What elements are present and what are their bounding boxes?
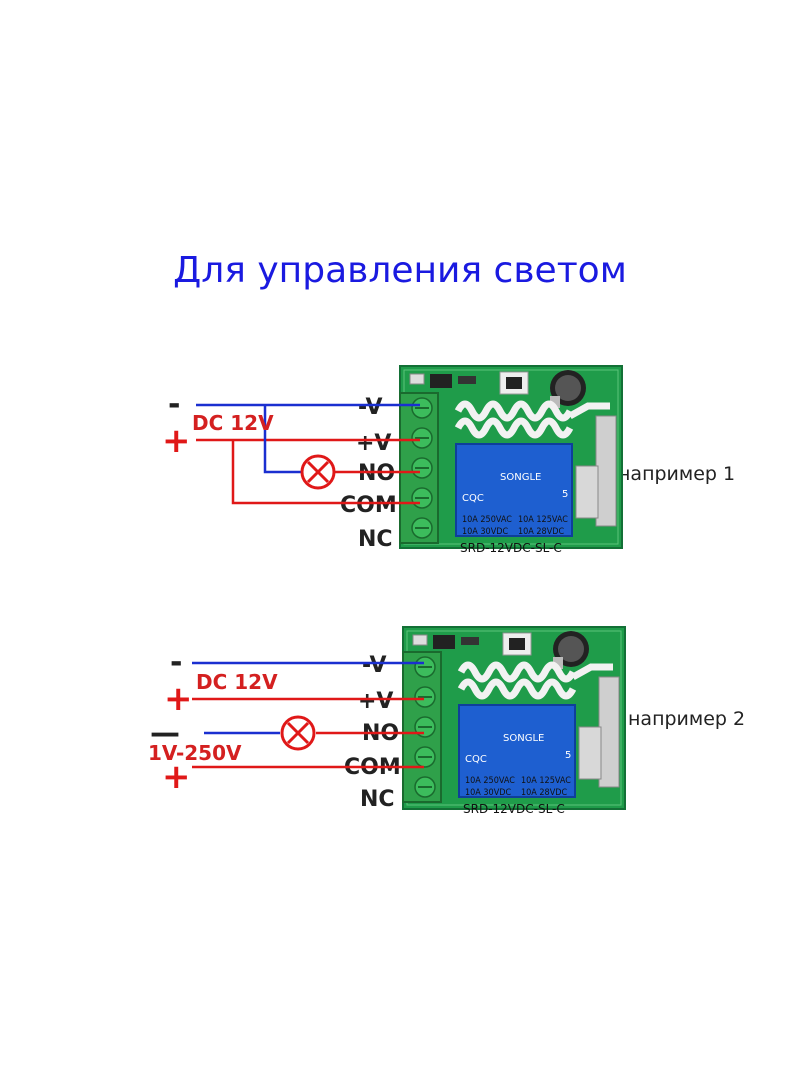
relay-1-markings: SONGLE CQC 5 10A 250VAC 10A 30VDC 10A 12… [460,472,568,555]
load-supply-voltage: 1V-250V [148,741,242,765]
terminal-2-plus-v: +V [358,689,393,714]
terminal-1-minus-v: -V [358,395,383,420]
terminal-1-nc: NC [358,527,393,552]
relay-1-rating-l2: 10A 30VDC [462,527,508,537]
relay-2-brand: SONGLE [503,733,544,744]
example-1-label: например 1 [618,463,736,485]
supply-1-voltage: DC 12V [192,411,274,435]
relay-1-rating-r2: 10A 28VDC [518,527,564,537]
relay-2-rating-r1: 10A 125VAC [521,776,571,786]
terminal-1-com: COM [340,493,397,518]
terminal-block-2 [402,651,442,803]
relay-2-pins: 5 [565,750,571,761]
relay-2-cert: CQC [465,754,487,765]
relay-2-rating-l2: 10A 30VDC [465,788,511,798]
wires-2 [192,661,424,769]
relay-1-brand: SONGLE [500,472,541,483]
relay-1-model: SRD-12VDC-SL-C [460,541,562,555]
relay-2-markings: SONGLE CQC 5 10A 250VAC 10A 30VDC 10A 12… [463,733,571,816]
terminal-block-1 [399,392,439,544]
relay-2-rating-r2: 10A 28VDC [521,788,567,798]
example-2-label: например 2 [628,708,746,730]
relay-board-2: SONGLE CQC 5 10A 250VAC 10A 30VDC 10A 12… [403,627,625,816]
terminal-1-plus-v: +V [356,431,391,456]
wires-1 [196,403,420,505]
example-2-diagram: SONGLE CQC 5 10A 250VAC 10A 30VDC 10A 12… [148,627,625,816]
relay-1-rating-l1: 10A 250VAC [462,515,512,525]
lamp-2-icon [280,715,316,751]
relay-board-1: SONGLE CQC 5 10A 250VAC 10A 30VDC 10A 12… [400,366,622,555]
terminal-2-minus-v: -V [362,653,387,678]
supply-2-minus: - [170,645,182,680]
load-supply-minus: — [150,716,180,751]
lamp-1-icon [300,454,336,490]
relay-1-cert: CQC [462,493,484,504]
relay-1-pins: 5 [562,489,568,500]
supply-1-plus: + [162,421,191,461]
load-supply-plus: + [162,757,191,797]
terminal-1-no: NO [358,461,395,486]
relay-2-model: SRD-12VDC-SL-C [463,802,565,816]
supply-2-voltage: DC 12V [196,670,278,694]
supply-1-minus: - [168,387,180,422]
relay-1-rating-r1: 10A 125VAC [518,515,568,525]
supply-2-plus: + [164,679,193,719]
page-title: Для управления светом [173,250,627,291]
relay-2-rating-l1: 10A 250VAC [465,776,515,786]
terminal-2-nc: NC [360,787,395,812]
example-1-diagram: SONGLE CQC 5 10A 250VAC 10A 30VDC 10A 12… [162,366,622,555]
